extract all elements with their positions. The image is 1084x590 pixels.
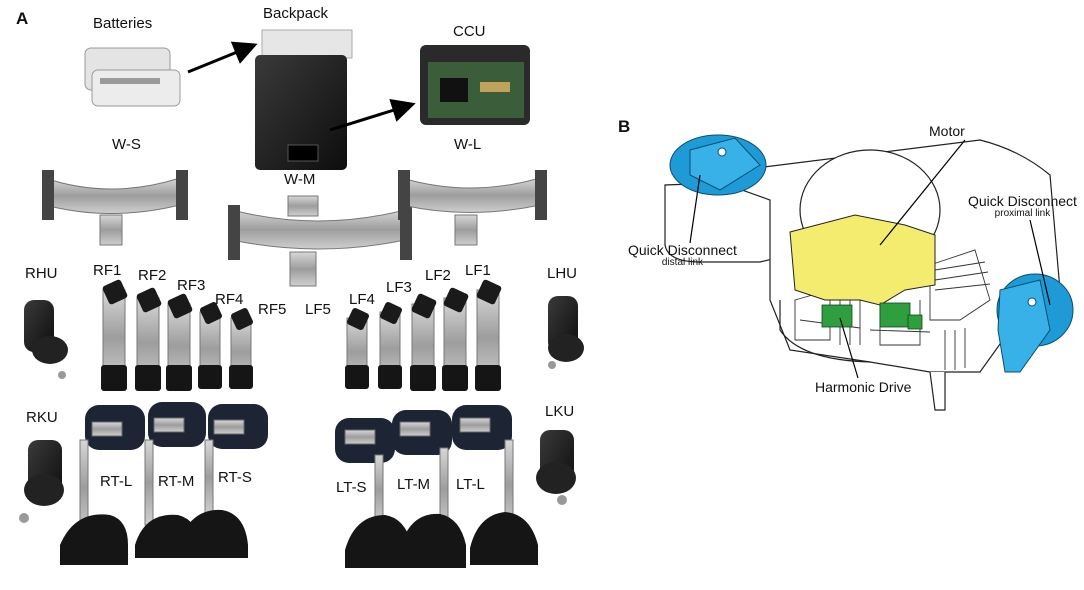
right-knee-unit-image [19, 440, 64, 523]
label-qd-distal: Quick Disconnect distal link [628, 243, 737, 269]
panel-a-letter: A [16, 9, 29, 28]
label-rf2: RF2 [138, 267, 167, 284]
left-knee-unit-image [536, 430, 576, 505]
batteries-image [84, 47, 181, 107]
label-lhu: LHU [547, 265, 578, 282]
label-rhu: RHU [25, 265, 58, 282]
label-qd-distal-title: Quick Disconnect [628, 242, 737, 258]
label-rf3: RF3 [177, 277, 206, 294]
callout-lines [689, 139, 1051, 379]
label-motor: Motor [929, 123, 965, 139]
label-lf4: LF4 [349, 291, 375, 308]
left-tibia-assemblies-image [335, 405, 538, 568]
label-w-m: W-M [284, 171, 316, 188]
label-lt-s: LT-S [336, 479, 367, 496]
label-batteries: Batteries [93, 15, 153, 32]
waist-medium-image [228, 195, 412, 287]
label-lf2: LF2 [425, 267, 451, 284]
quick-disconnect-distal-part [669, 134, 767, 196]
left-femur-segments-image [345, 279, 502, 391]
label-w-l: W-L [454, 136, 482, 153]
label-lku: LKU [545, 403, 575, 420]
right-hip-unit-image [24, 300, 68, 379]
right-tibia-assemblies-image [60, 402, 268, 565]
panel-b-diagram [664, 134, 1074, 411]
harmonic-drive-part [821, 302, 923, 330]
label-ccu: CCU [453, 23, 486, 40]
right-femur-segments-image [101, 279, 253, 391]
label-rt-m: RT-M [158, 473, 195, 490]
label-rf5: RF5 [258, 301, 287, 318]
label-rf4: RF4 [215, 291, 244, 308]
label-lf5: LF5 [305, 301, 331, 318]
label-qd-proximal: Quick Disconnect proximal link [968, 194, 1077, 220]
label-w-s: W-S [112, 136, 141, 153]
label-harmonic-drive: Harmonic Drive [815, 379, 912, 395]
label-rf1: RF1 [93, 262, 122, 279]
label-lf1: LF1 [465, 262, 491, 279]
label-lt-m: LT-M [397, 476, 431, 493]
label-qd-proximal-sub: proximal link [994, 208, 1051, 219]
panel-a-illustration [19, 29, 584, 568]
motor-part [789, 214, 936, 306]
batteries-arrow [187, 41, 258, 74]
backpack-image [255, 29, 353, 170]
label-backpack: Backpack [263, 5, 329, 22]
waist-small-image [42, 170, 188, 246]
label-rt-l: RT-L [100, 473, 133, 490]
ccu-arrow [329, 98, 416, 132]
label-lf3: LF3 [386, 279, 412, 296]
label-qd-distal-sub: distal link [661, 257, 704, 268]
label-rt-s: RT-S [218, 469, 252, 486]
panel-b-letter: B [618, 117, 631, 136]
label-qd-proximal-title: Quick Disconnect [968, 193, 1077, 209]
waist-large-image [398, 170, 547, 246]
label-lt-l: LT-L [456, 476, 485, 493]
label-rku: RKU [26, 409, 58, 426]
quick-disconnect-proximal-part [996, 273, 1074, 373]
ccu-image [420, 45, 530, 125]
left-hip-unit-image [548, 296, 584, 369]
